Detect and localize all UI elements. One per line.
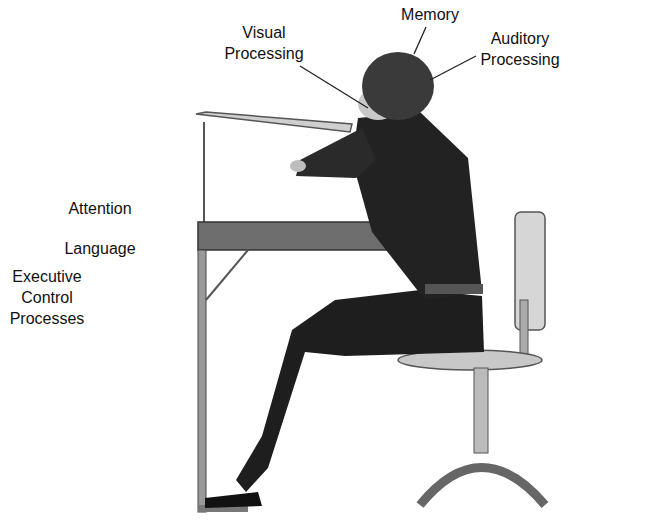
- chair-back-post: [520, 300, 528, 360]
- hair: [362, 52, 434, 120]
- legs: [236, 290, 484, 492]
- part-label: Memory: [395, 4, 465, 25]
- leader-line: [414, 27, 426, 54]
- desk-top: [198, 222, 398, 250]
- part-label: Attention: [60, 198, 140, 219]
- part-label: Auditory Processing: [470, 28, 570, 70]
- part-label: Language: [60, 238, 140, 259]
- writing-board: [196, 112, 352, 132]
- part-label: Executive Control Processes: [4, 266, 90, 329]
- part-label: Visual Processing: [214, 22, 314, 64]
- chair-base: [420, 468, 545, 506]
- hand: [290, 160, 306, 172]
- arm: [296, 128, 376, 178]
- leader-line: [430, 56, 476, 80]
- desk-leg: [198, 250, 206, 512]
- chair-post: [474, 368, 488, 453]
- board-support: [203, 122, 205, 222]
- leader-line: [300, 66, 368, 108]
- belt: [425, 284, 483, 294]
- shoe: [205, 492, 262, 508]
- desk-brace: [206, 250, 248, 300]
- torso: [352, 112, 482, 300]
